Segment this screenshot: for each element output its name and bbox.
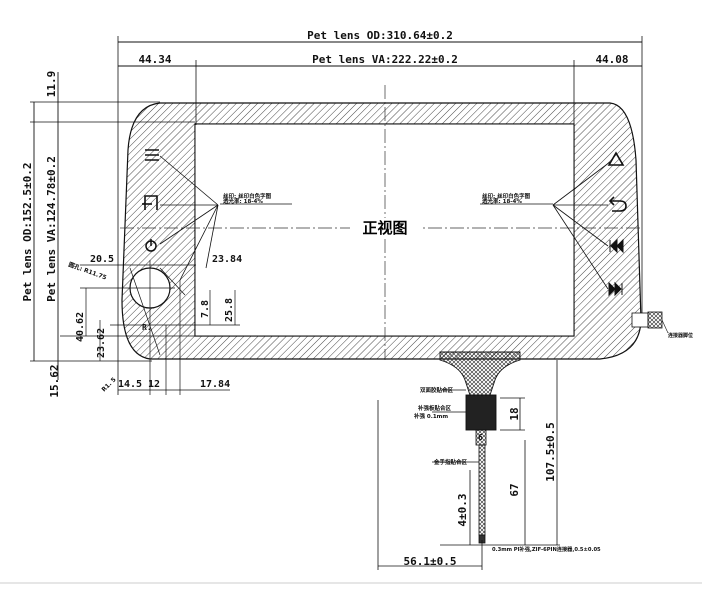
dimension-lines [33,41,642,380]
right-margin-label: 44.08 [595,53,628,66]
skip-forward-icon [608,281,623,297]
dim-14-5-label: 14.5 [118,379,142,390]
dim-23-84-label: 23.84 [212,254,242,265]
hole-x-label: 20.5 [90,254,114,265]
fpc-width-label: 56.1±0.5 [404,555,457,568]
left-note-2: 透光率: 18-4% [223,197,263,205]
left-note-1: 丝印: 丝印白色字图 [223,192,272,200]
fpc-height-label: 107.5±0.5 [544,422,557,482]
corner-note-label: R1. 5 [100,376,117,393]
side-connector [631,311,669,334]
right-note-2: 透光率: 18-4% [482,197,522,205]
triangle-up-icon [607,151,625,166]
right-note-1: 丝印: 丝印白色字图 [482,192,531,200]
dim-23-62-label: 23.62 [96,328,107,358]
fpc-18-label: 18 [508,407,521,420]
right-leaders [480,161,611,290]
fpc-note-2: 补强板贴合区 [417,404,452,412]
front-view-title: 正视图 [362,219,407,237]
dim-25-8-label: 25.8 [224,298,235,322]
bottom-margin-label: 15.62 [48,364,61,397]
lens-outline [121,102,642,360]
fpc-4-label: 4±0.3 [456,493,469,526]
fpc-tail [439,351,521,544]
lens-va-height-label: Pet lens VA:124.78±0.2 [45,156,58,302]
lens-od-width-label: Pet lens OD:310.64±0.2 [307,29,453,42]
dim-r-label: R. [142,323,152,332]
mounting-hole [80,260,240,395]
dim-40-62-label: 40.62 [75,312,86,342]
connector-note: 连接器脚位 [668,332,693,339]
return-arrow-icon [608,196,627,212]
dim-12-label: 12 [148,379,160,390]
left-margin-label: 44.34 [138,53,171,66]
fpc-note-1: 双面胶贴合区 [420,386,454,394]
front-view-title-bg [350,218,420,236]
power-icon [145,239,157,252]
door-icon [142,195,158,210]
left-leaders [159,155,292,281]
top-margin-label: 11.9 [45,71,58,98]
dim-17-84-label: 17.84 [200,379,230,390]
skip-back-icon [609,238,624,254]
fpc-note-5: 0.3mm PI补强,ZIF-6PIN连接器,0.5±0.05 [492,545,601,553]
extension-lines [30,36,643,395]
dim-7-8-label: 7.8 [200,300,211,318]
fpc-dimension-lines [377,360,560,570]
fpc-note-3: 补强 0.1mm [413,412,448,420]
menu-lines-icon [145,149,159,161]
lens-od-height-label: Pet lens OD:152.5±0.2 [21,162,34,301]
lens-va-width-label: Pet lens VA:222.22±0.2 [312,53,458,66]
fpc-note-4: 金手指贴合区 [433,458,468,466]
fpc-67-label: 67 [508,483,521,496]
fpc-6-label: 6 [478,433,483,442]
